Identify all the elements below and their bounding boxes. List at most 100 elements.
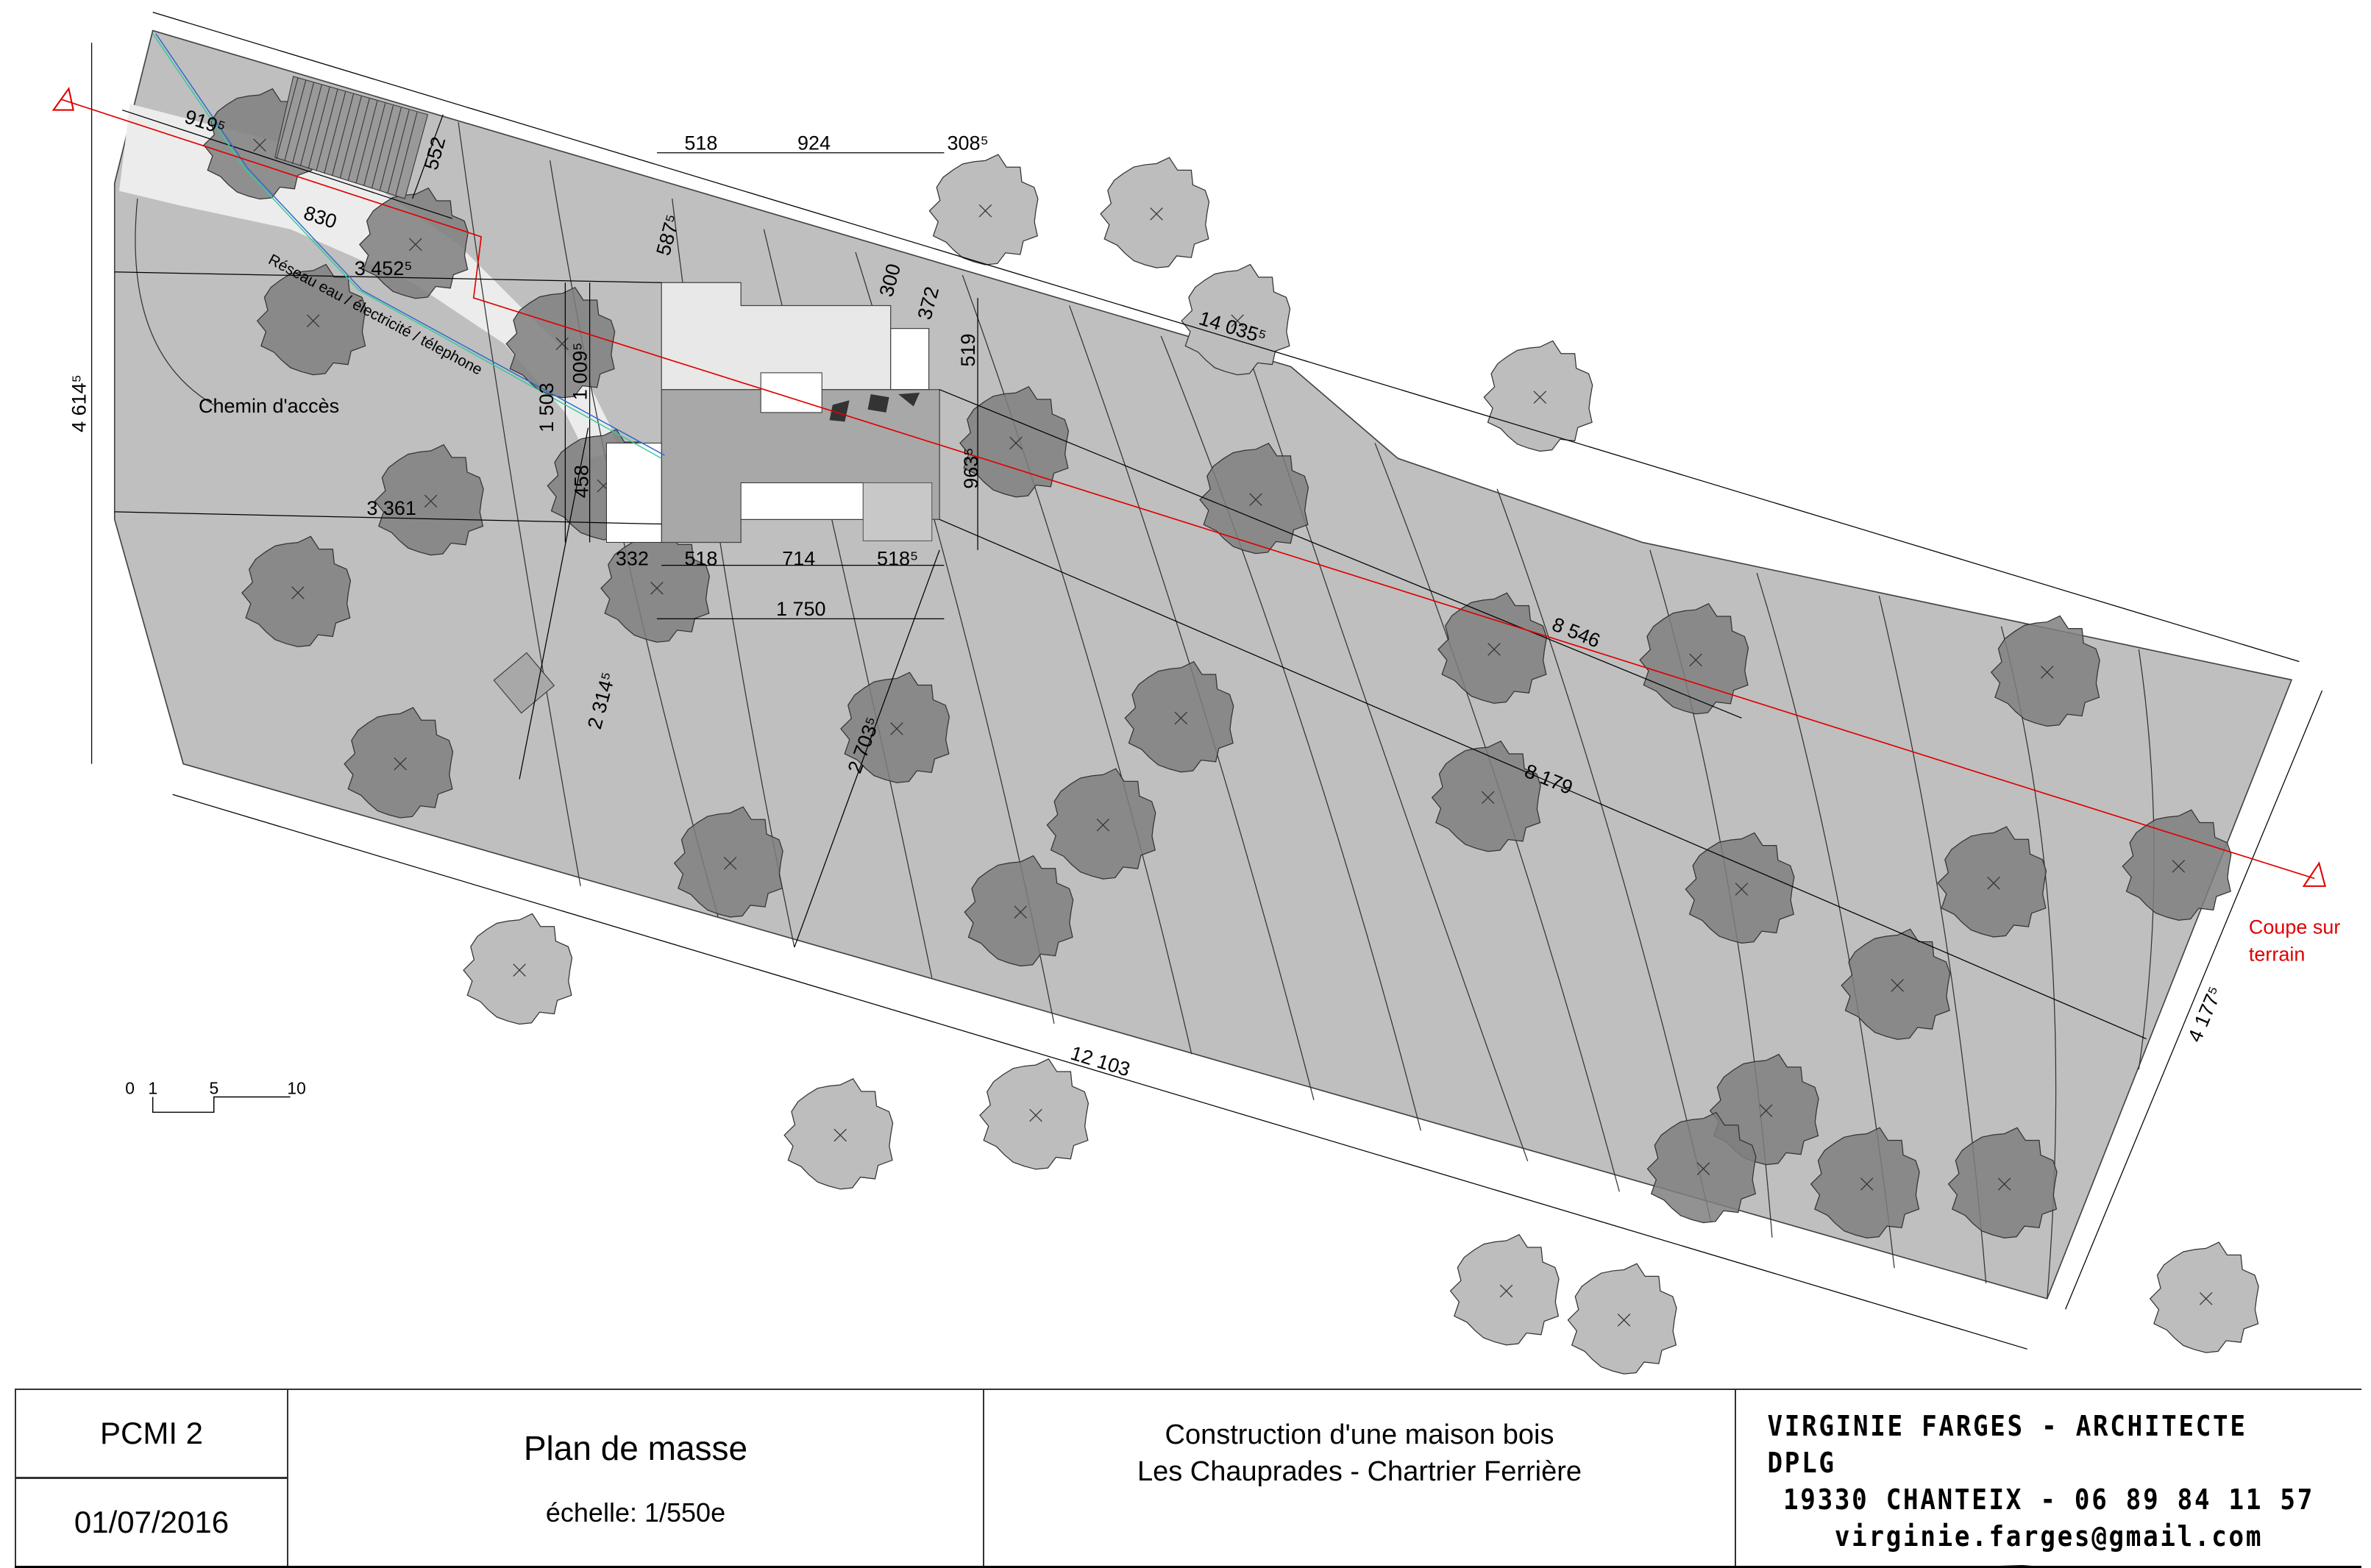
project-cell: Construction d'une maison bois Les Chaup… xyxy=(984,1390,1736,1566)
hatched-parking xyxy=(274,76,429,199)
drawing-scale: échelle: 1/550e xyxy=(545,1497,726,1528)
contour-line xyxy=(135,198,215,406)
terrace-white xyxy=(890,328,930,391)
dimension-lines xyxy=(90,12,2323,1350)
dim-label: 12 103 xyxy=(1068,1042,1133,1081)
tree-icon xyxy=(2122,809,2232,921)
tree-icon xyxy=(1567,1263,1677,1375)
tree-icon xyxy=(1841,928,1951,1040)
section-label: terrain xyxy=(2249,944,2306,966)
scale-tick: 10 xyxy=(287,1078,305,1097)
tree-icon xyxy=(1483,340,1593,452)
section-line xyxy=(51,86,2327,887)
scale-tick: 0 xyxy=(125,1078,135,1097)
tree-icon xyxy=(959,385,1070,498)
project-name: Construction d'une maison bois xyxy=(1165,1419,1554,1450)
tree-icon xyxy=(783,1078,894,1190)
tree-icon xyxy=(1685,832,1795,944)
deck-left xyxy=(605,442,662,543)
dim-label: 1 750 xyxy=(776,598,826,620)
section-marker-icon xyxy=(51,86,74,111)
tree-icon xyxy=(1437,592,1548,704)
tree-icon xyxy=(1639,602,1749,715)
tree-icon xyxy=(928,154,1039,266)
tree-icon xyxy=(673,806,783,918)
tree-icon xyxy=(600,531,711,643)
tree-icon xyxy=(1646,1111,1757,1224)
tree-icon xyxy=(1937,826,2047,938)
tree-icon xyxy=(463,913,573,1025)
dim-label: 3 452⁵ xyxy=(355,257,413,279)
dim-label: 519 xyxy=(957,333,979,366)
tree-icon xyxy=(1046,768,1156,880)
contour-line xyxy=(1160,335,1421,1131)
dim-label: 924 xyxy=(797,132,831,154)
tree-icon xyxy=(344,707,454,819)
stairs xyxy=(760,372,822,413)
site-plan: Chemin d'accès Réseau eau / électricité … xyxy=(51,12,2341,1375)
tree-icon xyxy=(1124,660,1234,773)
dim-label: 714 xyxy=(782,548,815,570)
dim-label: 4 177⁵ xyxy=(2183,983,2226,1045)
dim-label: 332 xyxy=(616,548,649,570)
dim-label: 1 503 xyxy=(536,382,558,432)
section-label: Coupe sur xyxy=(2249,916,2341,938)
tree-icon xyxy=(1181,263,1291,376)
project-location: Les Chauprades - Chartrier Ferrière xyxy=(1137,1456,1582,1487)
trees xyxy=(203,88,2259,1375)
contour-line xyxy=(1496,488,1712,1223)
architect-cell: VIRGINIE FARGES - ARCHITECTE DPLG 19330 … xyxy=(1768,1390,2331,1566)
dim-label: 4 614⁵ xyxy=(68,374,90,432)
architect-address: 19330 CHANTEIX - 06 89 84 11 57 xyxy=(1783,1483,2314,1516)
dim-label: 3 361 xyxy=(366,497,416,519)
steps-right xyxy=(862,482,933,541)
tree-icon xyxy=(979,1058,1089,1170)
tree-icon xyxy=(840,671,950,783)
deck-bottom xyxy=(740,482,864,520)
signature xyxy=(1999,1564,2033,1566)
tree-icon xyxy=(964,855,1074,967)
tree-icon xyxy=(1199,442,1309,555)
tree-icon xyxy=(374,443,484,556)
sheet-date: 01/07/2016 xyxy=(74,1505,230,1539)
access-path-label: Chemin d'accès xyxy=(199,395,339,417)
rock xyxy=(867,393,889,413)
dim-label: 308⁵ xyxy=(948,132,989,154)
title-block: PCMI 2 01/07/2016 Plan de masse échelle:… xyxy=(15,1389,2361,1568)
scale-bar: 0 1 5 10 xyxy=(125,1078,306,1113)
rock xyxy=(898,392,920,407)
drawing-title-cell: Plan de masse échelle: 1/550e xyxy=(288,1390,984,1566)
section-marker-icon xyxy=(2302,861,2327,887)
utility-network-line xyxy=(152,33,662,459)
tree-icon xyxy=(1449,1233,1560,1346)
shed xyxy=(493,652,555,714)
house xyxy=(274,76,940,714)
contour-line xyxy=(961,274,1192,1055)
tree-icon xyxy=(1990,615,2100,727)
dim-label: 1 009⁵ xyxy=(569,342,591,400)
tree-icon xyxy=(241,535,352,647)
tree-icon xyxy=(1810,1127,1920,1239)
dim-label: 963⁵ xyxy=(960,447,982,488)
tree-icon xyxy=(2149,1241,2259,1353)
sheet-info: PCMI 2 01/07/2016 xyxy=(15,1390,288,1566)
tree-icon xyxy=(1947,1127,2058,1239)
dim-label: 518 xyxy=(684,132,717,154)
tree-icon xyxy=(256,263,366,376)
tree-icon xyxy=(505,286,616,399)
tree-icon xyxy=(359,187,469,299)
utility-network-line xyxy=(155,33,665,456)
drawing-title: Plan de masse xyxy=(523,1428,748,1467)
tree-icon xyxy=(1431,740,1541,852)
sheet-number: PCMI 2 xyxy=(16,1390,287,1479)
dim-label: 518⁵ xyxy=(877,548,918,570)
contour-line xyxy=(458,122,581,886)
rock xyxy=(829,400,850,422)
architect-name: VIRGINIE FARGES - ARCHITECTE DPLG xyxy=(1767,1410,2247,1479)
architect-email: virginie.farges@gmail.com xyxy=(1834,1520,2264,1553)
dim-label: 458 xyxy=(571,465,593,498)
scale-tick: 5 xyxy=(210,1078,219,1097)
scale-tick: 1 xyxy=(148,1078,157,1097)
dim-label: 518 xyxy=(684,548,717,570)
tree-icon xyxy=(1100,157,1210,268)
